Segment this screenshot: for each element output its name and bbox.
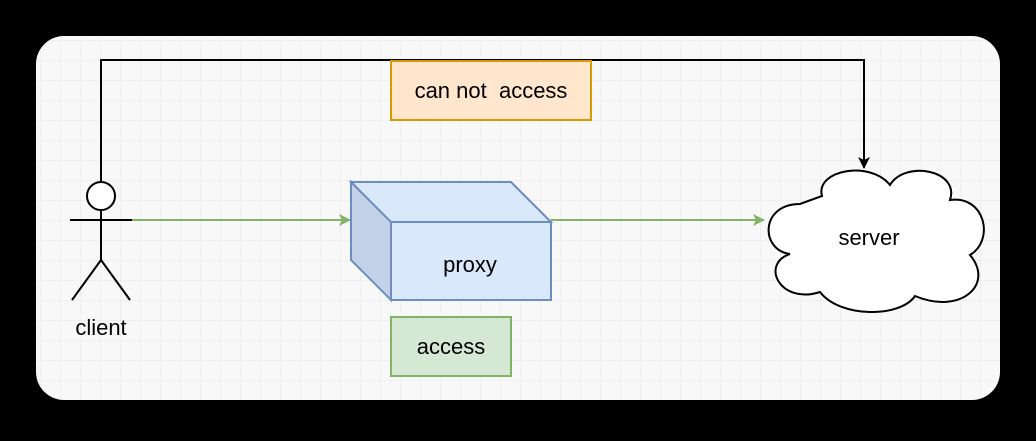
edge-label-blocked-box	[390, 60, 592, 121]
proxy-label: proxy	[443, 252, 497, 277]
client-actor-head	[86, 181, 116, 211]
server-label: server	[838, 225, 899, 250]
server-node[interactable]: server	[767, 169, 985, 313]
edge-label-blocked-text: can not access	[415, 78, 568, 103]
client-actor[interactable]: client	[70, 181, 132, 340]
client-label: client	[75, 315, 126, 340]
edge-label-access[interactable]: access	[390, 316, 512, 377]
client-actor-left-leg	[71, 259, 102, 301]
client-actor-right-leg	[100, 259, 131, 301]
edge-label-access-text: access	[417, 334, 485, 359]
server-cloud-shape	[767, 169, 985, 313]
proxy-node[interactable]: proxy	[348, 179, 554, 303]
proxy-cube-front	[390, 221, 552, 301]
edge-label-blocked[interactable]: can not access	[390, 60, 592, 121]
edge-label-access-box	[390, 316, 512, 377]
